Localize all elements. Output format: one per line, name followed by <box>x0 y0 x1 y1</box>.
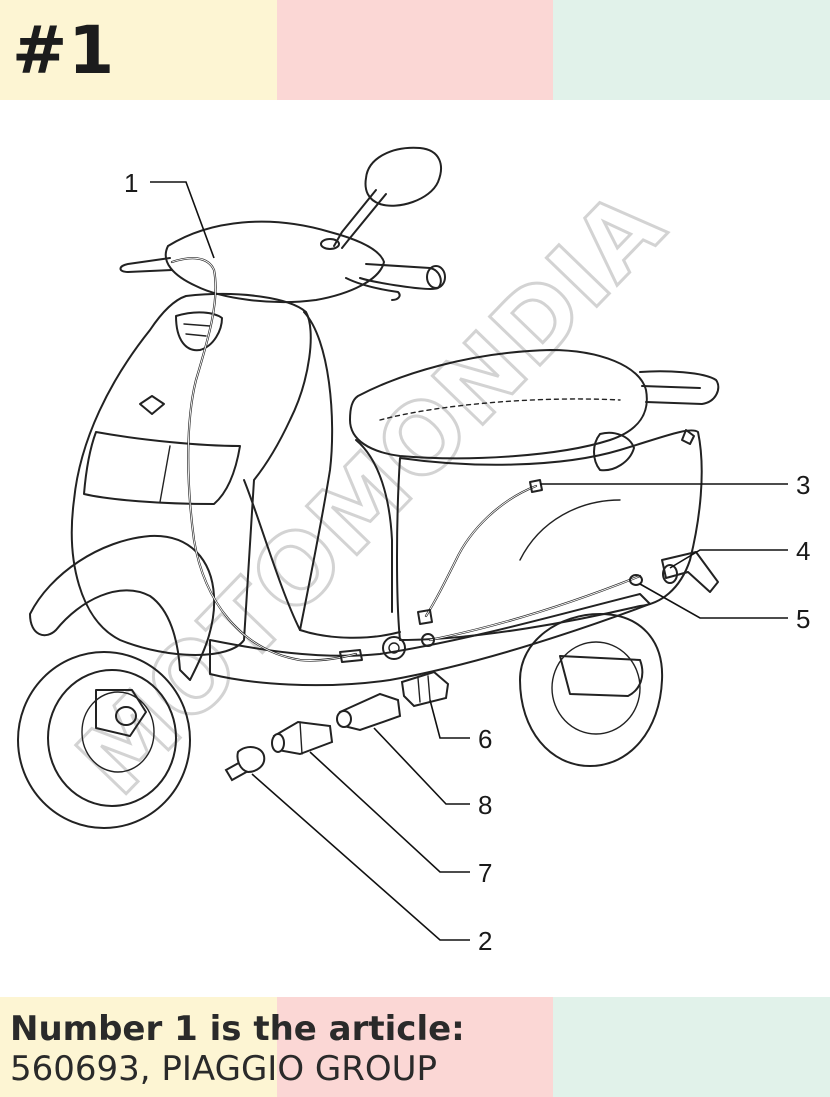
callout-3: 3 <box>796 470 810 500</box>
scooter-exploded-diagram: MOTOMONDIA <box>17 146 810 956</box>
header-band-mint <box>553 0 830 100</box>
callout-2: 2 <box>478 926 492 956</box>
cable-part-1 <box>170 257 363 663</box>
footer-band-mint <box>553 997 830 1097</box>
callout-1: 1 <box>124 168 138 198</box>
callout-6: 6 <box>478 724 492 754</box>
part-7-bushing <box>271 720 334 756</box>
header-color-band <box>0 0 830 100</box>
seat <box>349 349 648 613</box>
front-wheel <box>17 534 216 829</box>
handlebar <box>119 220 446 304</box>
rear-rack <box>639 370 720 405</box>
callout-5: 5 <box>796 604 810 634</box>
part-2-pin <box>224 746 266 782</box>
footer-band-yellow <box>0 997 277 1097</box>
part-number-title: #1 <box>12 12 116 89</box>
rear-wheel <box>519 613 664 767</box>
callout-8: 8 <box>478 790 492 820</box>
header-band-yellow <box>0 0 277 100</box>
header-band-pink <box>277 0 553 100</box>
article-caption-detail: 560693, PIAGGIO GROUP <box>10 1049 438 1089</box>
footer-band-pink <box>277 997 553 1097</box>
footer-color-band <box>0 997 830 1097</box>
callout-labels: 1 3 4 5 6 8 7 2 <box>124 168 810 956</box>
grommet <box>382 636 406 660</box>
cable-part-3 <box>417 479 543 625</box>
leader-lines <box>150 181 788 941</box>
cable-part-5 <box>421 574 643 647</box>
callout-4: 4 <box>796 536 810 566</box>
article-caption-heading: Number 1 is the article: <box>10 1009 465 1049</box>
callout-7: 7 <box>478 858 492 888</box>
rear-body <box>396 429 703 641</box>
part-8-sleeve <box>336 692 402 732</box>
part-6-cap <box>400 670 450 708</box>
